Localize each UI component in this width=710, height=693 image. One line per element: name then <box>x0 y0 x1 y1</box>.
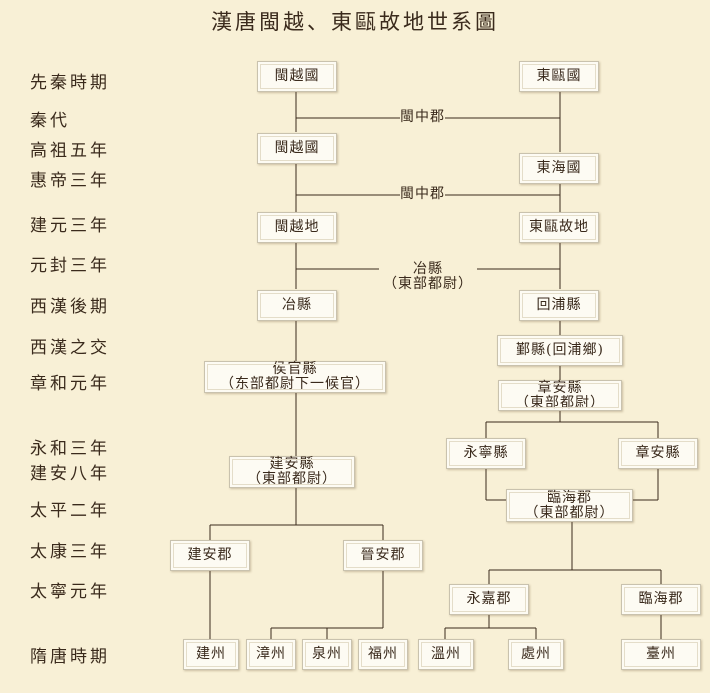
node-jinan-jun: 晉安郡 <box>343 540 423 571</box>
node-fu-zhou: 福州 <box>358 639 408 670</box>
period-label: 先秦時期 <box>30 73 110 93</box>
period-label: 高祖五年 <box>30 141 110 161</box>
node-jianan-xian: 建安縣（東部都尉） <box>229 456 355 488</box>
node-quan-zhou: 泉州 <box>302 639 352 670</box>
node-tai-zhou: 臺州 <box>621 639 701 670</box>
minzhong-jun-label: 閩中郡 <box>400 186 445 202</box>
node-yin-xian: 鄞縣(回浦鄉) <box>497 335 623 366</box>
node-linhai-jun: 臨海郡（東部都尉） <box>506 489 633 522</box>
period-label: 西漢之交 <box>30 338 110 358</box>
node-jian-zhou: 建州 <box>183 639 239 670</box>
minzhong-jun-label: 閩中郡 <box>400 109 445 125</box>
diagram-title: 漢唐閩越、東甌故地世系圖 <box>211 10 499 34</box>
node-wen-zhou: 溫州 <box>418 639 474 670</box>
period-label: 元封三年 <box>30 256 110 276</box>
period-label: 永和三年 <box>30 439 110 459</box>
period-label: 建元三年 <box>30 216 110 236</box>
node-ye-xian: 冶縣 <box>257 290 337 321</box>
node-huipu-xian: 回浦縣 <box>519 290 599 321</box>
period-label: 惠帝三年 <box>30 171 110 191</box>
period-label: 秦代 <box>30 111 70 131</box>
ye-xian-label: 冶縣（東部都尉） <box>379 262 477 292</box>
node-yongning-xian: 永寧縣 <box>446 438 526 469</box>
period-label: 太康三年 <box>30 542 110 562</box>
node-yongjia-jun: 永嘉郡 <box>449 584 529 615</box>
period-label: 太平二年 <box>30 501 110 521</box>
node-houguan-xian: 侯官縣（东部都尉下一候官） <box>204 361 386 393</box>
node-chu-zhou: 處州 <box>508 639 564 670</box>
node-minyue-guo: 閩越國 <box>257 61 337 92</box>
node-dongou-guo: 東甌國 <box>519 61 599 92</box>
node-minyue-guo: 閩越國 <box>257 133 337 164</box>
node-minyue-di: 閩越地 <box>257 212 337 243</box>
period-label: 太寧元年 <box>30 582 110 602</box>
node-dongou-gudi: 東甌故地 <box>519 212 599 243</box>
node-zhangan-xian: 章安縣 <box>618 438 698 469</box>
period-label: 章和元年 <box>30 374 110 394</box>
node-zhangan-xian: 章安縣（東部都尉） <box>498 380 622 411</box>
node-jianan-jun: 建安郡 <box>170 540 250 571</box>
node-donghai-guo: 東海國 <box>519 153 599 184</box>
node-zhang-zhou: 漳州 <box>246 639 296 670</box>
period-label: 西漢後期 <box>30 297 110 317</box>
period-label: 建安八年 <box>30 464 110 484</box>
period-label: 隋唐時期 <box>30 647 110 667</box>
node-linhai-jun: 臨海郡 <box>621 584 701 615</box>
